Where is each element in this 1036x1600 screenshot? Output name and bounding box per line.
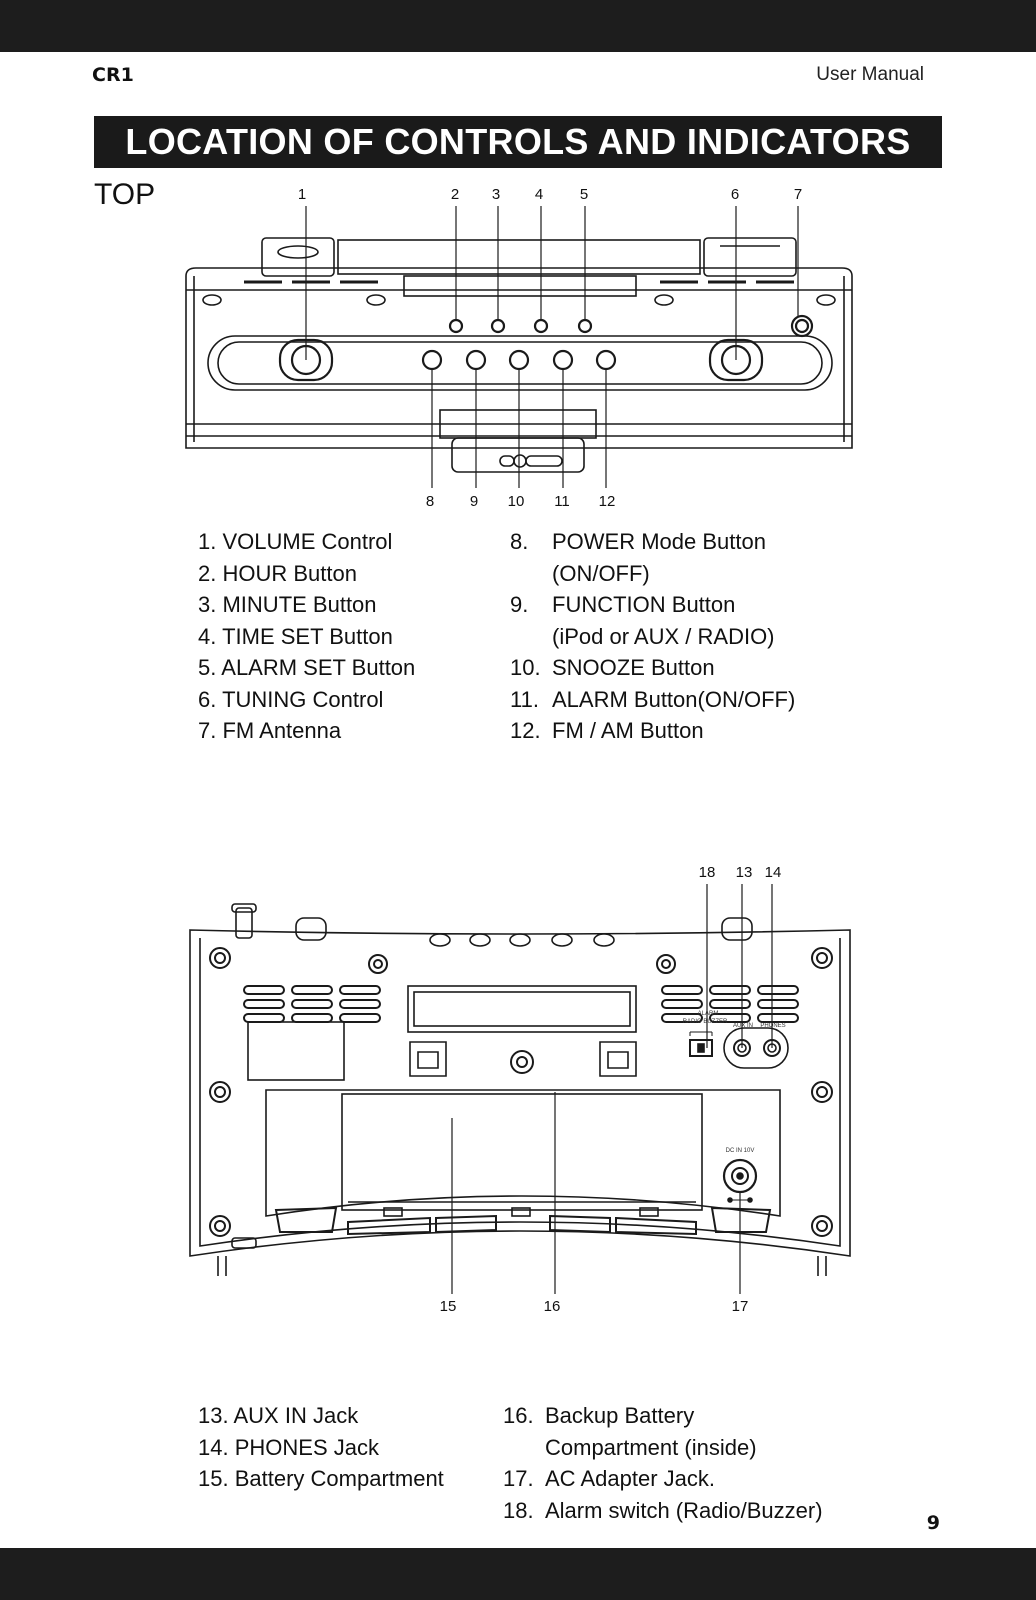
list-item: 3. MINUTE Button [198, 592, 377, 617]
list-item: 13. AUX IN Jack [198, 1403, 359, 1428]
section-title: LOCATION OF CONTROLS AND INDICATORS [125, 121, 911, 162]
callout-8: 8 [426, 493, 434, 510]
list-item: 16.Backup Battery [503, 1403, 695, 1428]
callout-13: 13 [736, 864, 753, 881]
list-item: 10.SNOOZE Button [510, 655, 715, 680]
list-item: 11.ALARM Button(ON/OFF) [510, 686, 796, 712]
callout-4: 4 [535, 186, 543, 203]
section-title-bar: LOCATION OF CONTROLS AND INDICATORS [94, 116, 942, 168]
list-item: 8.POWER Mode Button [510, 529, 766, 554]
callout-1: 1 [298, 186, 306, 203]
list-item: 12.FM / AM Button [510, 718, 704, 743]
view-label-top: TOP [94, 178, 156, 211]
callout-7: 7 [794, 186, 802, 203]
back-controls-list-left: 13. AUX IN Jack 14. PHONES Jack 15. Batt… [198, 1400, 444, 1495]
list-item: 2. HOUR Button [198, 560, 357, 586]
list-item: 4. TIME SET Button [198, 623, 393, 649]
callout-2: 2 [451, 186, 459, 203]
label-phones: PHONES [760, 1023, 785, 1029]
callout-17: 17 [732, 1298, 749, 1315]
back-top-protrusions [231, 903, 753, 947]
callout-9: 9 [470, 493, 478, 510]
model-name: CR1 [92, 64, 134, 86]
back-controls-list-right: 16.Backup Battery Compartment (inside) 1… [503, 1400, 823, 1526]
list-item: 18.Alarm switch (Radio/Buzzer) [503, 1497, 823, 1523]
top-view-diagram: 1 2 3 4 5 6 7 8 9 10 11 12 [185, 186, 853, 510]
list-item: 15. Battery Compartment [198, 1466, 444, 1491]
callout-15: 15 [440, 1298, 457, 1315]
panel-labels: ALARM RADIO BUZZER AUX IN PHONES DC IN 1… [683, 1011, 786, 1154]
callout-14: 14 [765, 864, 782, 881]
callout-11: 11 [554, 493, 570, 510]
label-dc-in: DC IN 10V [726, 1148, 755, 1154]
list-item-continuation: (iPod or AUX / RADIO) [552, 623, 775, 649]
list-item: 14. PHONES Jack [198, 1434, 379, 1460]
list-item: 1. VOLUME Control [198, 529, 393, 554]
label-alarm: ALARM [698, 1011, 719, 1017]
list-item: 6. TUNING Control [198, 686, 384, 712]
callout-3: 3 [492, 186, 500, 203]
top-callout-numbers: 1 2 3 4 5 6 7 8 9 10 11 12 [298, 186, 802, 510]
callout-6: 6 [731, 186, 739, 203]
top-controls-list-right: 8.POWER Mode Button (ON/OFF) 9.FUNCTION … [510, 526, 795, 747]
list-item-continuation: (ON/OFF) [552, 560, 650, 586]
callout-16: 16 [544, 1298, 561, 1315]
radio-body-back [189, 929, 851, 1276]
callout-5: 5 [580, 186, 588, 203]
label-aux-in: AUX IN [733, 1023, 753, 1029]
list-item: 17.AC Adapter Jack. [503, 1466, 715, 1491]
list-item-continuation: Compartment (inside) [545, 1434, 757, 1460]
callout-12: 12 [599, 493, 616, 510]
document-type: User Manual [816, 64, 924, 85]
label-radio-buzzer: RADIO BUZZER [683, 1019, 728, 1025]
top-controls-list-left: 1. VOLUME Control 2. HOUR Button 3. MINU… [198, 526, 415, 747]
callout-10: 10 [508, 493, 525, 510]
bottom-black-band [0, 1548, 1036, 1600]
handle-bar [261, 237, 797, 277]
list-item: 7. FM Antenna [198, 718, 342, 743]
back-view-diagram: 18 13 14 15 16 17 [189, 864, 851, 1315]
top-leader-lines [305, 206, 799, 488]
back-jack-panel [689, 1027, 789, 1203]
top-black-band [0, 0, 1036, 52]
back-callout-numbers: 18 13 14 15 16 17 [440, 864, 782, 1315]
callout-18: 18 [699, 864, 716, 881]
list-item: 9.FUNCTION Button [510, 592, 736, 617]
radio-body-top [185, 267, 853, 473]
list-item: 5. ALARM SET Button [198, 655, 416, 680]
page-number: 9 [926, 1512, 940, 1534]
back-leader-lines [451, 884, 773, 1294]
